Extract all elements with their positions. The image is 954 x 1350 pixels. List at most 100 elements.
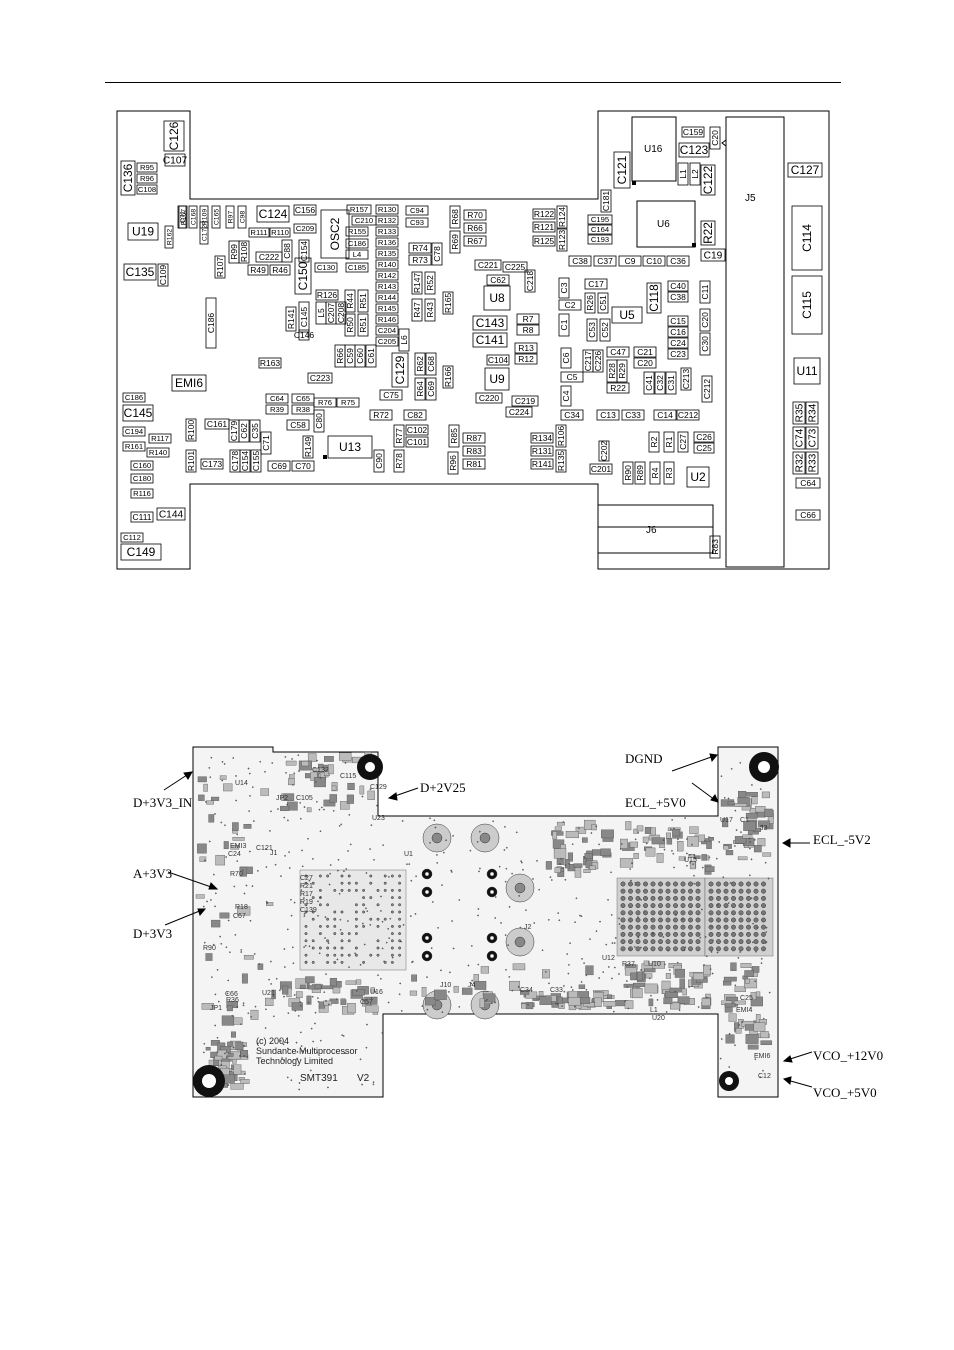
trace-dot [370, 996, 373, 999]
footprint-c202 [598, 440, 610, 462]
smd-pad [722, 818, 729, 828]
adc-via [680, 903, 686, 909]
ref-r22: R22 [701, 222, 715, 244]
smd-pad [295, 978, 308, 989]
trace-dot [310, 1027, 313, 1030]
adc-via [723, 888, 729, 894]
trace-dot [562, 821, 565, 823]
trace-dot [578, 827, 580, 830]
trace-dot [619, 848, 622, 850]
footprint-r8 [516, 324, 540, 336]
ref-c16: C16 [670, 327, 686, 337]
footprint-c156 [293, 204, 317, 216]
silk-ref-u16: U16 [370, 989, 383, 996]
trace-dot [637, 916, 639, 919]
trace-dot [624, 1000, 626, 1003]
trace-dot [637, 831, 640, 834]
ref-c40: C40 [670, 281, 686, 291]
ref-c150: C150 [296, 261, 310, 290]
trace-dot [318, 952, 321, 955]
footprint-c27 [677, 431, 689, 453]
ref-r141: R141 [286, 309, 296, 330]
footprint-r136 [375, 237, 399, 248]
via-hole [489, 935, 495, 941]
ref-r166: R166 [443, 367, 453, 388]
bga-ball [304, 939, 308, 943]
adc-via [628, 924, 633, 930]
adc-via [746, 903, 751, 909]
ref-r110: R110 [271, 228, 289, 237]
smd-pad [678, 856, 686, 861]
footprint-c173 [200, 458, 224, 470]
trace-dot [711, 972, 714, 975]
silk-ref-u15: U15 [684, 857, 697, 864]
ref-c58: C58 [290, 420, 306, 430]
u13-pin1 [323, 455, 327, 459]
ref-c25: C25 [696, 443, 712, 453]
adc-via [643, 917, 648, 923]
smd-pad [221, 1015, 235, 1026]
footprint-c154 [239, 449, 251, 473]
trace-dot [292, 784, 294, 786]
ref-r140: R140 [149, 448, 167, 457]
smd-pad [642, 836, 649, 843]
footprint-l6 [398, 328, 410, 352]
ref-r74: R74 [412, 243, 428, 253]
ref-l5: L5 [316, 308, 326, 318]
bga-ball [340, 939, 344, 943]
bga-ball [398, 896, 402, 900]
adc-via [628, 881, 633, 887]
adc-via [643, 881, 648, 887]
ref-r52: R52 [425, 275, 435, 291]
adc-via [695, 917, 701, 923]
trace-dot [339, 928, 342, 931]
footprint-c141 [472, 332, 508, 348]
trace-dot [436, 854, 438, 856]
adc-via [680, 939, 686, 945]
smd-pad [689, 826, 699, 834]
smd-pad [760, 1031, 769, 1039]
footprint-c195 [587, 214, 613, 225]
smd-pad [568, 997, 581, 1006]
trace-dot [520, 860, 522, 863]
trace-dot [365, 907, 367, 910]
ref-r157: R157 [350, 205, 368, 214]
silk-ref-c57: C57 [360, 999, 373, 1006]
adc-via [635, 946, 641, 952]
ref-r101: R101 [186, 451, 196, 472]
trace-dot [249, 919, 252, 922]
footprint-c35 [249, 419, 261, 443]
ref-c107: C107 [163, 156, 188, 167]
bga-ball [390, 946, 394, 950]
smd-pad [243, 823, 252, 829]
ref-c123: C123 [680, 143, 709, 157]
trace-dot [476, 840, 479, 843]
via-hole [489, 871, 495, 877]
trace-dot [491, 1002, 493, 1005]
bga-ball [304, 874, 308, 878]
ref-c213: C213 [681, 369, 691, 390]
ref-c173: C173 [202, 459, 223, 469]
footprint-c143 [472, 315, 508, 331]
trace-dot [762, 1017, 765, 1020]
trace-dot [684, 946, 687, 949]
ref-c64: C64 [800, 478, 816, 488]
footprint-u13 [327, 435, 373, 459]
ref-c41: C41 [644, 375, 654, 391]
smd-pad [619, 858, 634, 868]
trace-dot [299, 1031, 302, 1034]
footprint-c19 [700, 248, 726, 262]
footprint-r52 [424, 271, 436, 295]
trace-dot [739, 951, 742, 953]
trace-dot [203, 941, 206, 944]
adc-via [716, 910, 721, 916]
trace-dot [234, 933, 237, 936]
trace-dot [209, 776, 212, 779]
trace-dot [246, 1056, 249, 1059]
adc-via [716, 888, 721, 894]
ref-c51: C51 [598, 295, 608, 311]
trace-dot [652, 933, 654, 936]
ref-c179: C179 [229, 421, 239, 442]
adc-via [680, 917, 686, 923]
smd-pad [370, 987, 375, 993]
